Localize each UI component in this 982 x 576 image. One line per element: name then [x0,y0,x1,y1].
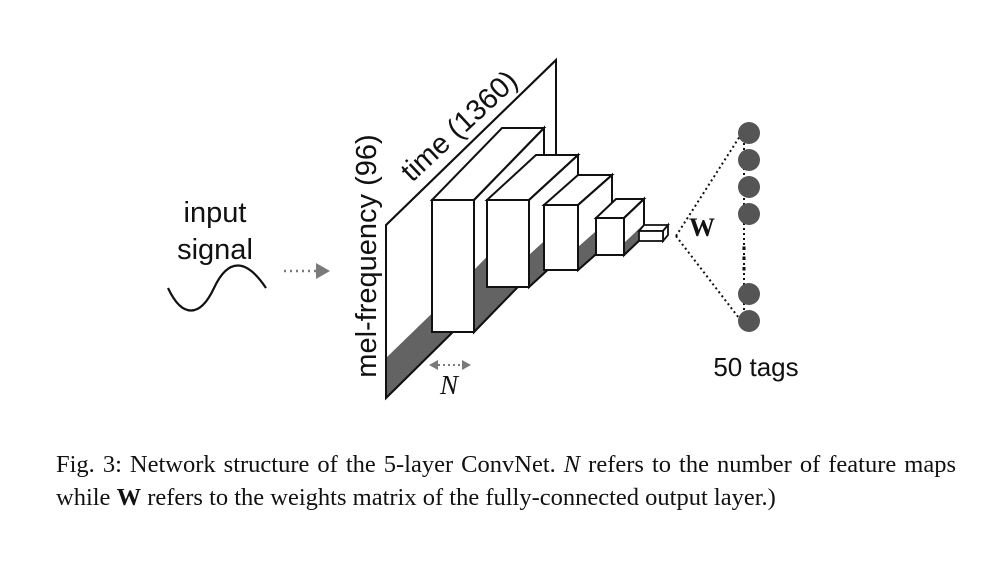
conv-layer-5 [637,222,670,244]
fc-line-bottom [675,235,743,323]
mel-frequency-axis-label: mel-frequency (96) [351,134,383,377]
caption-text-3: refers to the weights matrix of the full… [141,484,776,511]
output-tags-label: 50 tags [713,352,798,382]
feature-maps-arrow-right-head [462,360,471,370]
caption-text-1: Fig. 3: Network structure of the 5-layer… [56,451,564,478]
feature-maps-arrow-left-head [429,360,438,370]
output-node [738,283,760,305]
fc-line-top [675,132,743,237]
output-ellipsis: ⋮ [729,242,759,275]
output-node [738,310,760,332]
feature-maps-symbol: N [439,370,460,400]
caption-text-2: refers to the number of feature maps whi… [56,451,957,511]
input-label-line2: signal [177,234,253,266]
caption-w-symbol: W [116,484,142,511]
output-node [738,149,760,171]
output-node [738,203,760,225]
input-arrow-head [316,263,330,279]
output-node [738,176,760,198]
sine-wave-icon [167,264,267,312]
input-label-line1: input [184,197,247,229]
caption-n-symbol: N [563,451,581,478]
weights-symbol: W [689,213,715,242]
output-nodes [738,122,760,332]
convnet-diagram: input signal mel-frequency (96) time (13… [167,57,799,401]
output-node [738,122,760,144]
figure-caption: Fig. 3: Network structure of the 5-layer… [56,448,956,514]
conv-layer-4 [593,196,647,258]
